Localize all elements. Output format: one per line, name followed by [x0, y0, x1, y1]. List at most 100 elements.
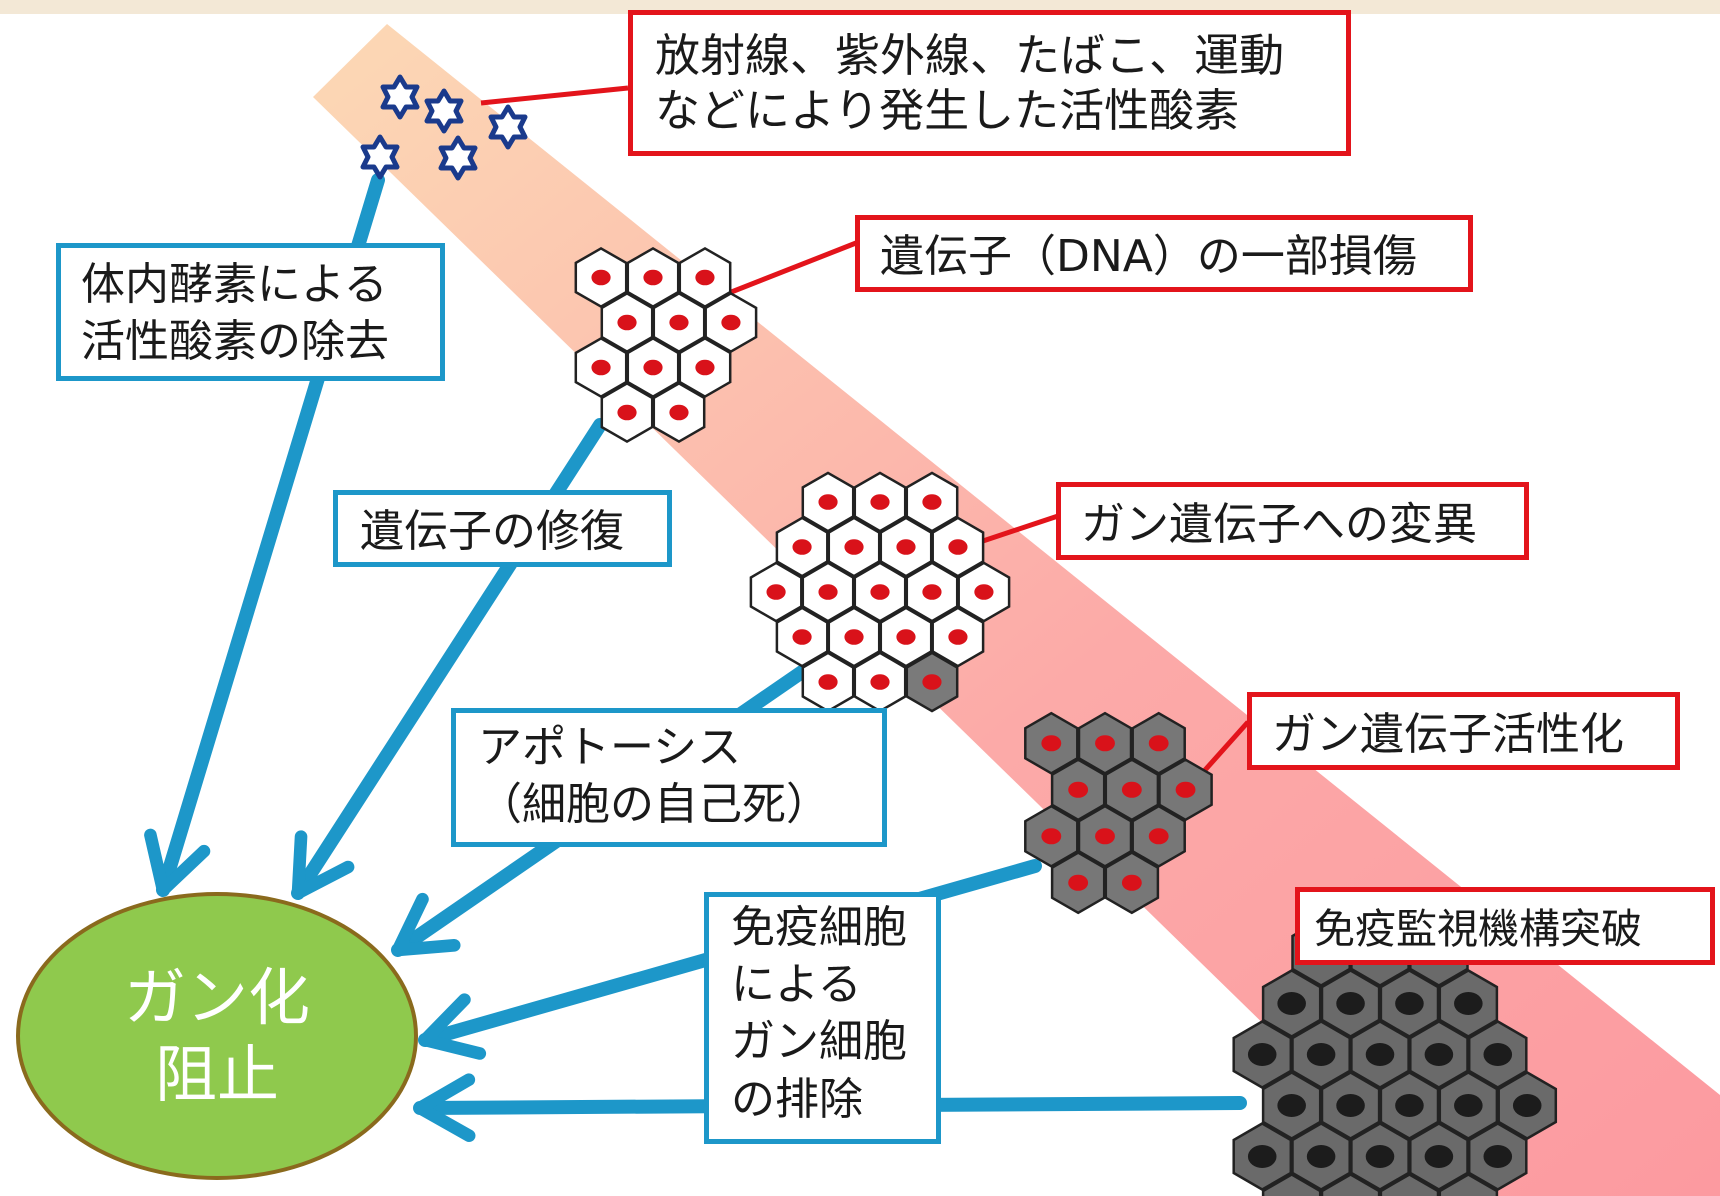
- cell-nucleus: [922, 494, 942, 510]
- cell-nucleus: [1483, 1144, 1513, 1169]
- cell-nucleus: [1306, 1042, 1336, 1067]
- radical-star-icon: [488, 104, 528, 150]
- cell-nucleus: [695, 269, 715, 286]
- cell-nucleus: [1041, 828, 1062, 845]
- cell-nucleus: [1095, 735, 1115, 752]
- cell-nucleus: [1395, 1093, 1424, 1118]
- cell-nucleus: [1277, 991, 1306, 1016]
- cell-nucleus: [1336, 1093, 1365, 1118]
- cell-nucleus: [695, 359, 715, 376]
- defense4-line2: による: [731, 959, 862, 1011]
- cell-nucleus: [1148, 828, 1169, 845]
- cell-nucleus: [1277, 1093, 1306, 1118]
- cell-nucleus: [922, 584, 942, 600]
- defense-label-immune-cells: 免疫細胞 による ガン細胞 の排除: [704, 892, 941, 1144]
- cell-nucleus: [974, 584, 994, 600]
- stage4-text: ガン遺伝子活性化: [1272, 709, 1624, 760]
- defense1-line1: 体内酵素による: [81, 259, 388, 310]
- tumor-cell-cluster-icon: [1232, 918, 1558, 1196]
- cell-nucleus: [1483, 1042, 1513, 1067]
- cell: [1320, 1173, 1381, 1196]
- cell-nucleus: [617, 314, 637, 331]
- stage-label-oncogene-mutation: ガン遺伝子への変異: [1056, 482, 1529, 560]
- defense4-line1: 免疫細胞: [731, 902, 907, 953]
- cell-nucleus: [1424, 1144, 1454, 1169]
- cell-nucleus: [1068, 874, 1089, 891]
- cell-nucleus: [617, 404, 637, 421]
- defense4-line3: ガン細胞: [731, 1016, 907, 1068]
- cell-nucleus: [1247, 1144, 1277, 1169]
- radical-star-icon: [438, 135, 478, 181]
- cell-nucleus: [948, 629, 968, 645]
- cell-nucleus: [870, 584, 890, 600]
- cell-nucleus: [1454, 1093, 1483, 1118]
- mutated-cell-cluster-icon: [749, 471, 1011, 713]
- stage5-text: 免疫監視機構突破: [1314, 905, 1642, 953]
- stage-label-dna-damage: 遺伝子（DNA）の一部損傷: [855, 215, 1473, 292]
- cell-nucleus: [870, 674, 890, 690]
- cell-nucleus: [721, 314, 741, 331]
- radical-star-icon: [424, 88, 464, 134]
- cell-nucleus: [669, 404, 689, 421]
- cell-nucleus: [643, 359, 663, 376]
- cell-nucleus: [1512, 1093, 1542, 1118]
- cell-nucleus: [1148, 735, 1169, 752]
- defense3-line1: アポトーシス: [478, 722, 742, 773]
- connector-stage1: [480, 85, 629, 106]
- cell-nucleus: [643, 269, 663, 286]
- stage3-text: ガン遺伝子への変異: [1081, 499, 1477, 550]
- cell-nucleus: [1121, 874, 1142, 891]
- activated-cell-cluster-icon: [1024, 711, 1213, 915]
- cell-nucleus: [818, 674, 838, 690]
- cell-nucleus: [1068, 781, 1089, 798]
- cell-nucleus: [818, 584, 838, 600]
- cell-nucleus: [591, 359, 611, 376]
- radical-star-icon: [380, 74, 420, 120]
- cell-nucleus: [896, 539, 916, 555]
- defense3-line2: （細胞の自己死）: [478, 779, 830, 831]
- cell-nucleus: [1395, 991, 1424, 1016]
- progression-band: [313, 24, 1720, 1196]
- defense-label-apoptosis: アポトーシス （細胞の自己死）: [451, 708, 887, 847]
- stage-label-immune-breach: 免疫監視機構突破: [1295, 887, 1715, 965]
- defense1-line2: 活性酸素の除去: [81, 316, 389, 368]
- radical-star-group: [360, 74, 528, 181]
- cell-nucleus: [792, 539, 812, 555]
- goal-line2: 阻止: [154, 1038, 279, 1111]
- cell: [1379, 1173, 1440, 1196]
- cell-nucleus: [792, 629, 812, 645]
- radical-star-icon: [360, 134, 400, 180]
- cell-nucleus: [591, 269, 611, 286]
- defense-label-enzyme-removal: 体内酵素による 活性酸素の除去: [56, 243, 445, 381]
- cell-nucleus: [870, 494, 890, 510]
- cell: [1438, 1173, 1499, 1196]
- stage2-text: 遺伝子（DNA）の一部損傷: [880, 231, 1417, 282]
- cell-nucleus: [844, 629, 864, 645]
- cell-nucleus: [1336, 991, 1365, 1016]
- cell-nucleus: [818, 494, 838, 510]
- stage-label-active-oxygen: 放射線、紫外線、たばこ、運動 などにより発生した活性酸素: [628, 10, 1351, 156]
- goal-ellipse-cancer-prevented: ガン化 阻止: [16, 892, 418, 1180]
- cell-nucleus: [1041, 735, 1062, 752]
- cell-nucleus: [922, 674, 942, 690]
- cell-nucleus: [1365, 1144, 1395, 1169]
- goal-line1: ガン化: [123, 960, 310, 1034]
- defense-label-gene-repair: 遺伝子の修復: [333, 490, 672, 567]
- cell-nucleus: [948, 539, 968, 555]
- cell-nucleus: [1306, 1144, 1336, 1169]
- cell-nucleus: [844, 539, 864, 555]
- cell-nucleus: [1175, 781, 1196, 798]
- defense4-line4: の排除: [731, 1073, 863, 1125]
- stage1-line2: などにより発生した活性酸素: [655, 83, 1240, 137]
- cell: [1261, 1173, 1322, 1196]
- cell-nucleus: [1454, 991, 1483, 1016]
- cell-nucleus: [1095, 828, 1115, 845]
- cell-nucleus: [896, 629, 916, 645]
- cell-nucleus: [1424, 1042, 1454, 1067]
- cell-nucleus: [766, 584, 786, 600]
- cell-nucleus: [1365, 1042, 1395, 1067]
- healthy-cell-cluster-icon: [574, 246, 758, 444]
- defense2-text: 遺伝子の修復: [360, 506, 624, 557]
- cell-nucleus: [669, 314, 689, 331]
- cell-nucleus: [1121, 781, 1142, 798]
